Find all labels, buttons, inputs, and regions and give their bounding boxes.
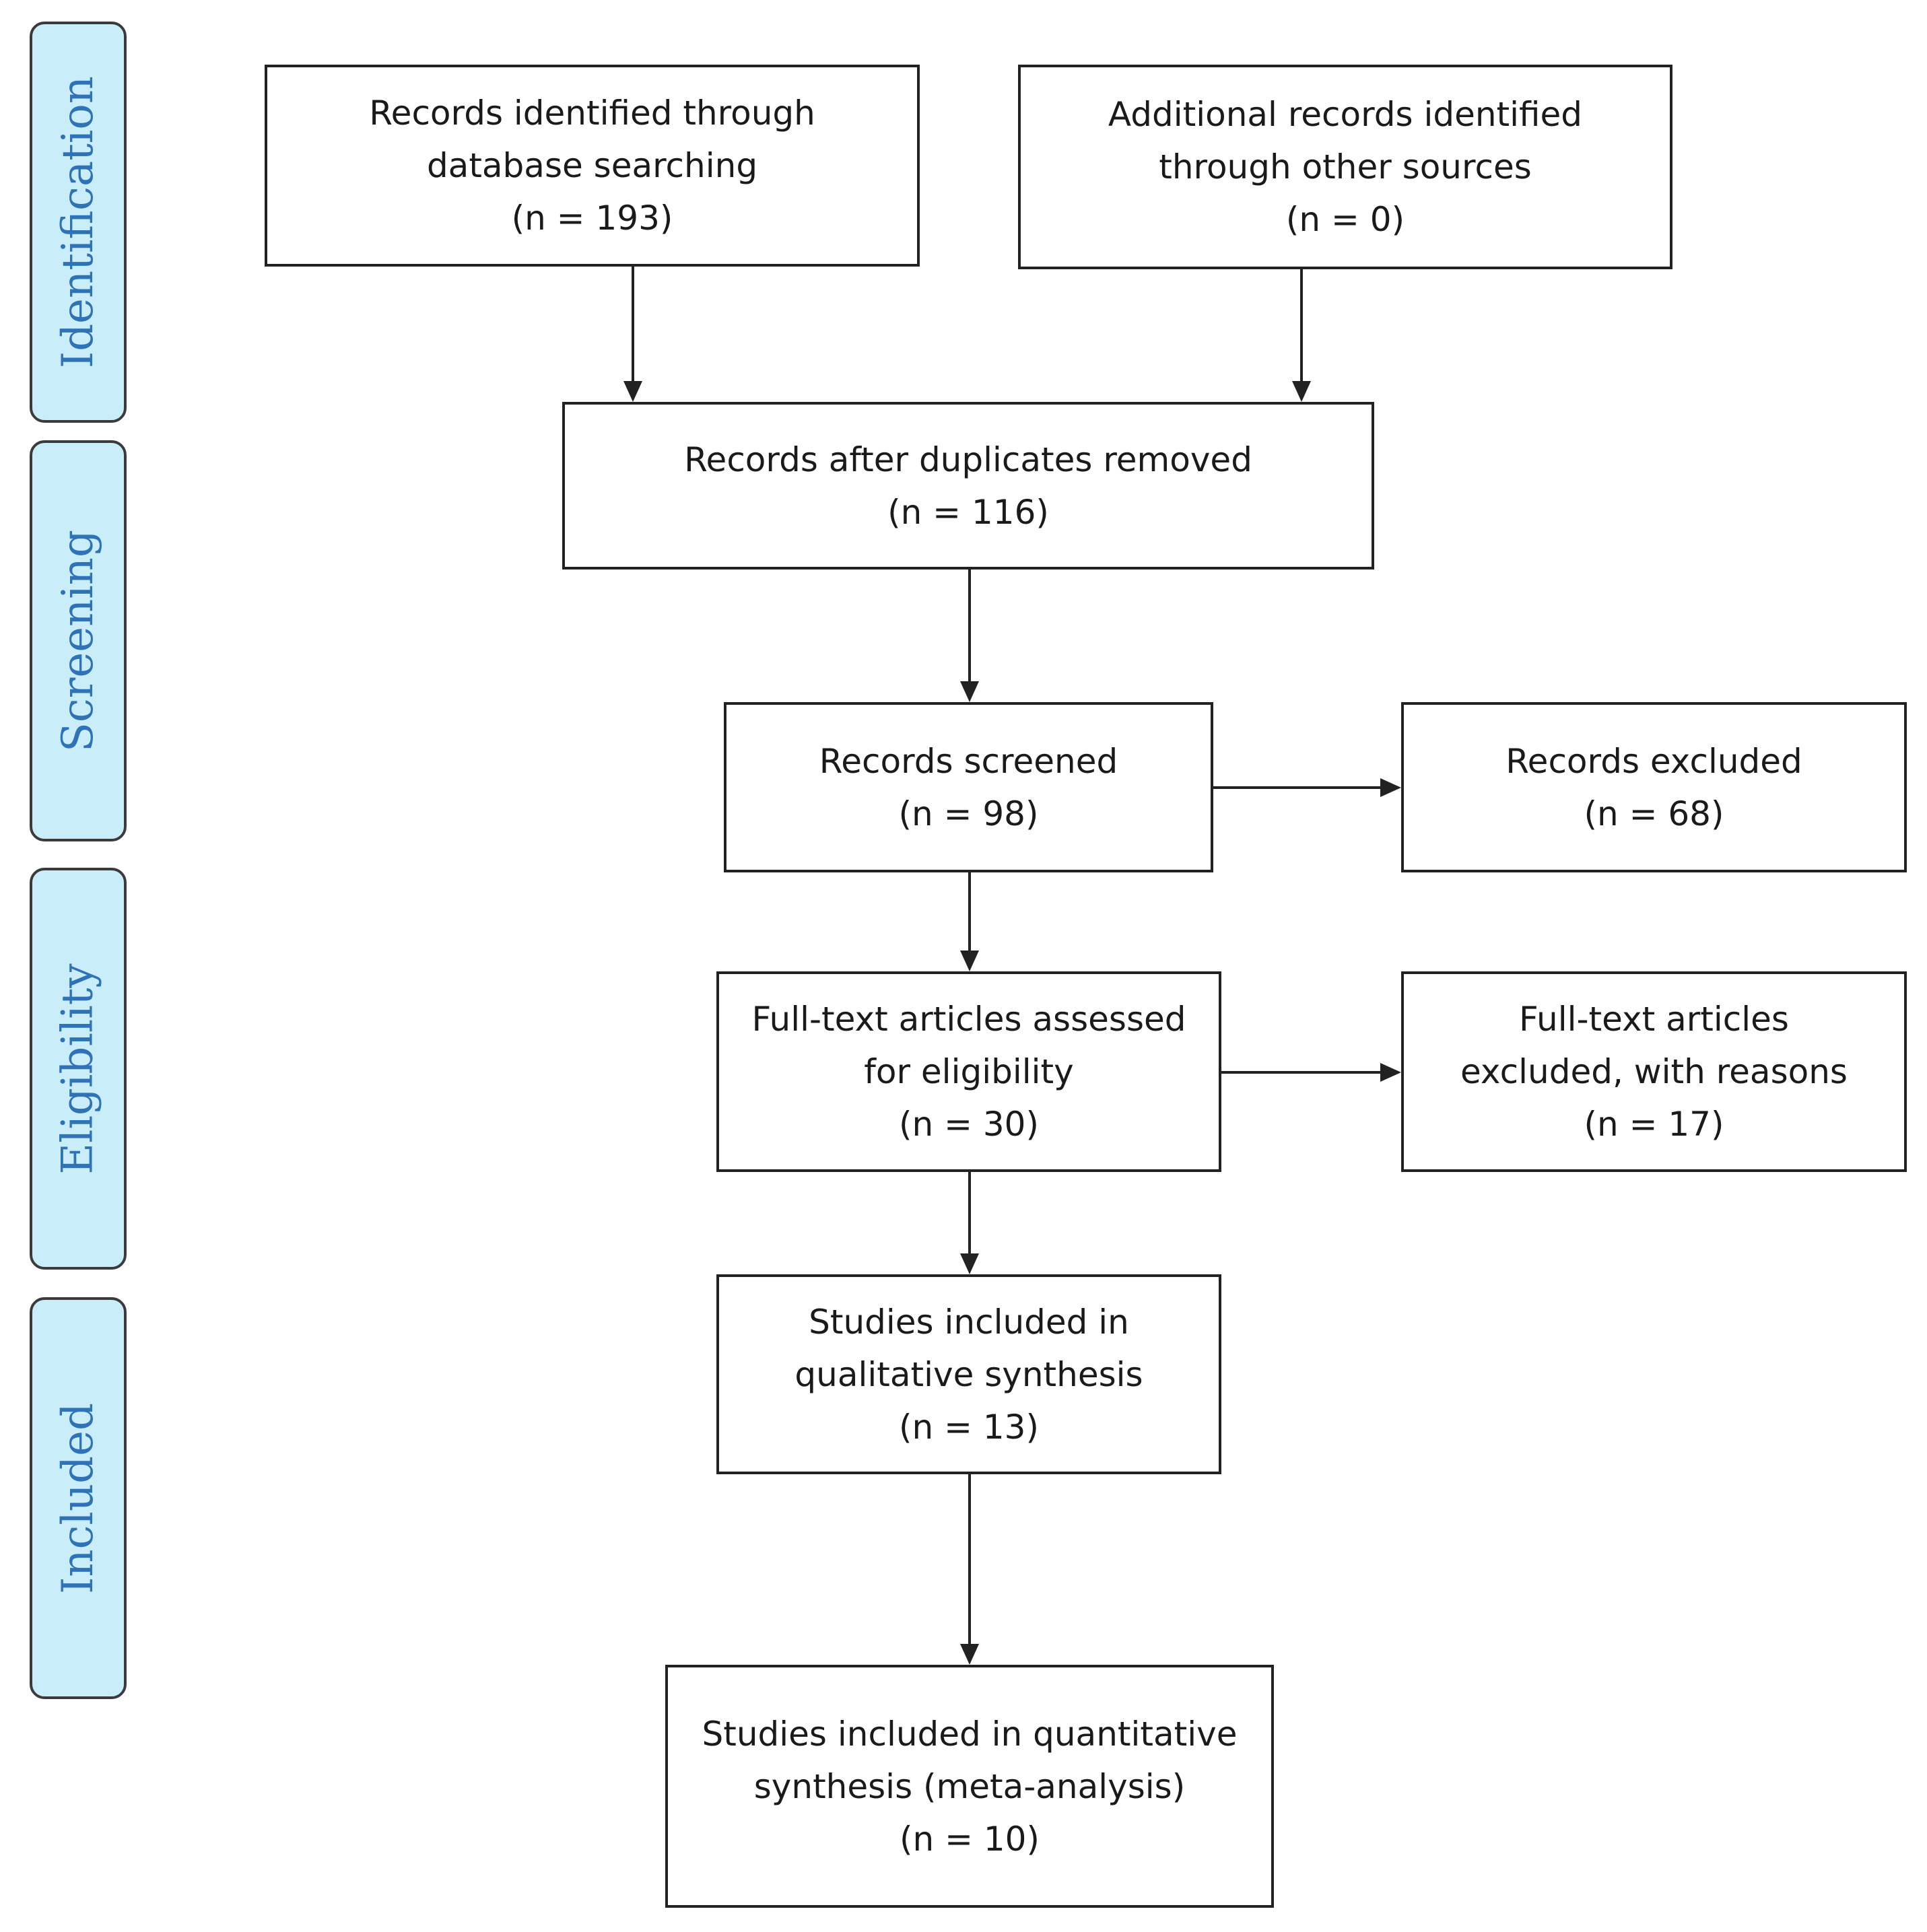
box-records-excluded-line1: Records excluded <box>1506 741 1802 781</box>
box-fulltext-assessed-count: (n = 30) <box>898 1105 1039 1144</box>
phase-identification: Identification <box>30 22 127 423</box>
box-records-excluded-count: (n = 68) <box>1584 794 1724 833</box>
box-records-screened: Records screened (n = 98) <box>724 702 1213 872</box>
box-other-sources-line1: Additional records identified <box>1108 95 1583 134</box>
arrowhead-screened-to-fulltext <box>960 951 979 971</box>
arrowhead-database-to-duplicates <box>623 381 642 402</box>
box-fulltext-excluded: Full-text articles excluded, with reason… <box>1401 971 1907 1172</box>
box-records-excluded: Records excluded (n = 68) <box>1401 702 1907 872</box>
box-quantitative-synthesis: Studies included in quantitative synthes… <box>665 1665 1274 1908</box>
box-quantitative-synthesis-line2: synthesis (meta-analysis) <box>753 1766 1186 1806</box>
box-fulltext-excluded-line2: excluded, with reasons <box>1460 1052 1848 1091</box>
box-other-sources-count: (n = 0) <box>1285 200 1405 239</box>
box-database-search-line1: Records identified through <box>369 94 815 133</box>
box-other-sources: Additional records identified through ot… <box>1018 65 1672 269</box>
box-qualitative-synthesis-line2: qualitative synthesis <box>795 1354 1143 1394</box>
box-fulltext-excluded-line1: Full-text articles <box>1518 1000 1789 1039</box>
arrowhead-qualitative-to-quantitative <box>960 1644 979 1665</box>
box-quantitative-synthesis-count: (n = 10) <box>899 1819 1040 1859</box>
box-database-search-line2: database searching <box>426 146 758 185</box>
box-duplicates-removed-count: (n = 116) <box>887 492 1049 532</box>
box-database-search: Records identified through database sear… <box>265 65 920 267</box>
box-duplicates-removed-line1: Records after duplicates removed <box>684 440 1252 479</box>
arrowhead-duplicates-to-screened <box>960 681 979 702</box>
box-qualitative-synthesis: Studies included in qualitative synthesi… <box>716 1274 1221 1474</box>
box-database-search-count: (n = 193) <box>511 199 673 238</box>
box-records-screened-count: (n = 98) <box>898 794 1039 833</box>
box-fulltext-assessed-line2: for eligibility <box>864 1052 1074 1091</box>
box-fulltext-excluded-count: (n = 17) <box>1584 1105 1724 1144</box>
box-qualitative-synthesis-count: (n = 13) <box>898 1407 1039 1447</box>
phase-screening: Screening <box>30 440 127 841</box>
arrowhead-screened-to-excluded <box>1380 778 1401 797</box>
box-other-sources-line2: through other sources <box>1159 147 1532 186</box>
arrowhead-other-to-duplicates <box>1292 381 1311 402</box>
box-fulltext-assessed: Full-text articles assessed for eligibil… <box>716 971 1221 1172</box>
arrowhead-fulltext-to-qualitative <box>960 1253 979 1274</box>
box-records-screened-line1: Records screened <box>819 741 1118 781</box>
arrowhead-fulltext-to-fulltext-excluded <box>1380 1063 1401 1082</box>
box-fulltext-assessed-line1: Full-text articles assessed <box>751 1000 1186 1039</box>
phase-eligibility: Eligibility <box>30 868 127 1270</box>
phase-included: Included <box>30 1297 127 1699</box>
box-quantitative-synthesis-line1: Studies included in quantitative <box>702 1714 1238 1754</box>
box-duplicates-removed: Records after duplicates removed (n = 11… <box>562 402 1374 570</box>
box-qualitative-synthesis-line1: Studies included in <box>809 1302 1129 1342</box>
